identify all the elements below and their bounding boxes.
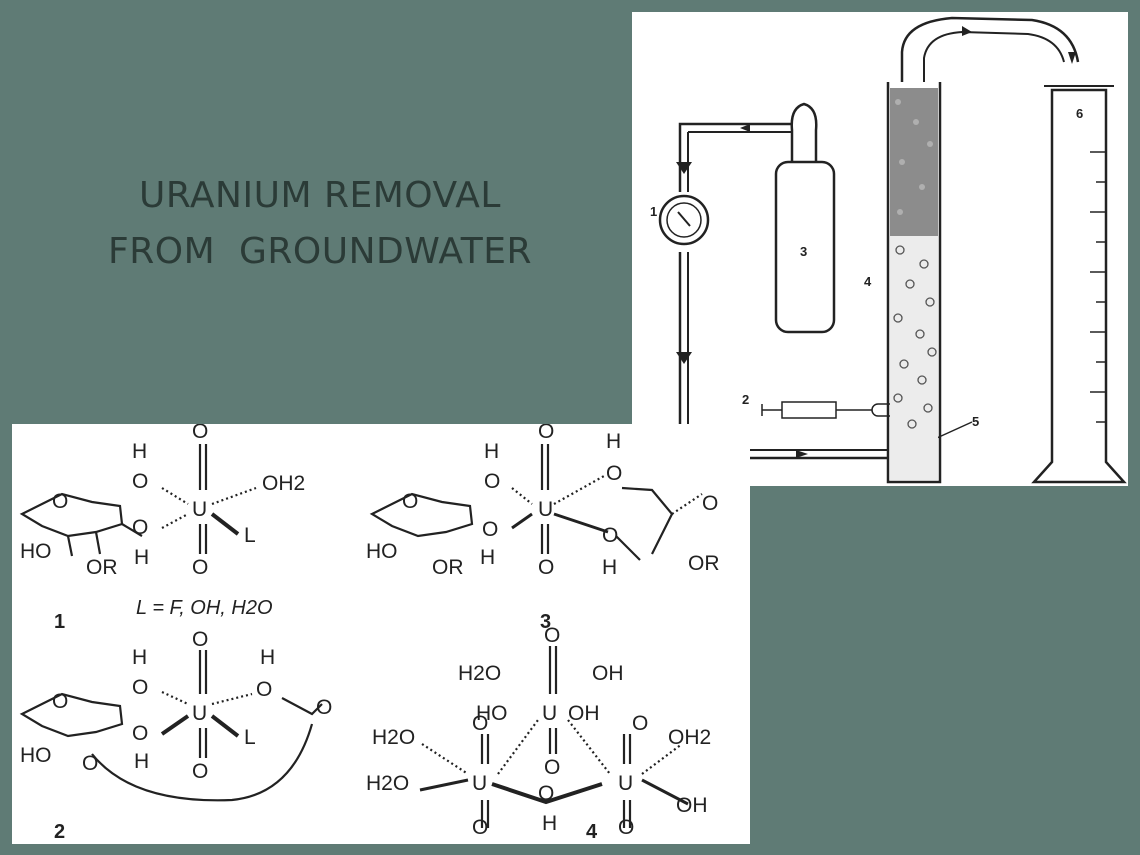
svg-text:O: O bbox=[132, 676, 148, 699]
svg-text:OR: OR bbox=[688, 552, 720, 575]
svg-text:H: H bbox=[134, 546, 149, 569]
gas-cylinder bbox=[774, 160, 836, 334]
svg-text:O: O bbox=[472, 816, 488, 839]
svg-text:H: H bbox=[542, 812, 557, 835]
label-4: 4 bbox=[864, 274, 872, 289]
svg-text:H: H bbox=[132, 646, 147, 669]
svg-text:U: U bbox=[192, 498, 207, 521]
svg-text:L: L bbox=[244, 524, 256, 547]
svg-text:H2O: H2O bbox=[458, 662, 501, 685]
svg-text:O: O bbox=[192, 760, 208, 783]
svg-text:U: U bbox=[538, 498, 553, 521]
syringe bbox=[761, 404, 782, 416]
structure-3-number: 3 bbox=[540, 611, 551, 633]
svg-text:U: U bbox=[472, 772, 487, 795]
svg-text:O: O bbox=[132, 470, 148, 493]
title-line-2: FROM GROUNDWATER bbox=[108, 231, 532, 272]
packed-bed bbox=[890, 88, 938, 236]
svg-text:H: H bbox=[606, 430, 621, 453]
label-5: 5 bbox=[972, 414, 979, 429]
svg-text:HO: HO bbox=[366, 540, 398, 563]
label-1: 1 bbox=[650, 204, 657, 219]
svg-text:O: O bbox=[256, 678, 272, 701]
svg-text:O: O bbox=[618, 816, 634, 839]
structure-2-number: 2 bbox=[54, 821, 65, 843]
svg-text:O: O bbox=[606, 462, 622, 485]
svg-text:OH: OH bbox=[592, 662, 624, 685]
svg-text:O: O bbox=[544, 624, 560, 647]
svg-text:OR: OR bbox=[432, 556, 464, 579]
svg-text:H: H bbox=[480, 546, 495, 569]
sugar-ring-3 bbox=[369, 492, 474, 538]
svg-text:O: O bbox=[484, 470, 500, 493]
structure-4-number: 4 bbox=[586, 821, 598, 843]
svg-text:O: O bbox=[702, 492, 718, 515]
svg-text:OH2: OH2 bbox=[262, 472, 305, 495]
label-2: 2 bbox=[742, 392, 749, 407]
label-6: 6 bbox=[1076, 106, 1083, 121]
svg-text:O: O bbox=[82, 752, 98, 775]
svg-text:HO: HO bbox=[20, 540, 52, 563]
svg-text:O: O bbox=[192, 628, 208, 651]
svg-text:O: O bbox=[192, 424, 208, 443]
structure-3: H O O U H O O O O H O OR HO OR H O bbox=[366, 424, 720, 579]
svg-text:O: O bbox=[132, 516, 148, 539]
reactor-column bbox=[886, 82, 942, 484]
svg-text:H: H bbox=[134, 750, 149, 773]
svg-text:L: L bbox=[244, 726, 256, 749]
label-3: 3 bbox=[800, 244, 807, 259]
sugar-ring-2 bbox=[19, 692, 124, 738]
svg-text:H: H bbox=[484, 440, 499, 463]
structure-4: O H2O OH HO U OH O H2O O O OH2 H2O U O U… bbox=[366, 624, 711, 839]
svg-text:O: O bbox=[132, 722, 148, 745]
svg-text:O: O bbox=[538, 424, 554, 443]
svg-text:OR: OR bbox=[86, 556, 118, 579]
svg-text:OH2: OH2 bbox=[668, 726, 711, 749]
flow-meter bbox=[658, 194, 710, 246]
svg-text:H: H bbox=[260, 646, 275, 669]
svg-text:O: O bbox=[602, 524, 618, 547]
structure-1: H O O U OH2 L O O HO OR H O bbox=[20, 424, 305, 579]
svg-text:O: O bbox=[632, 712, 648, 735]
svg-text:U: U bbox=[542, 702, 557, 725]
svg-text:H: H bbox=[132, 440, 147, 463]
gas-tube-top bbox=[678, 122, 792, 192]
svg-text:OH: OH bbox=[676, 794, 708, 817]
svg-text:H2O: H2O bbox=[366, 772, 409, 795]
svg-text:HO: HO bbox=[476, 702, 508, 725]
svg-text:U: U bbox=[192, 702, 207, 725]
title-line-1: URANIUM REMOVAL bbox=[139, 175, 501, 216]
outlet-tube bbox=[900, 16, 1080, 82]
structure-2: H O O U H O O L O O H HO O O bbox=[20, 628, 332, 783]
svg-text:O: O bbox=[538, 782, 554, 805]
svg-text:HO: HO bbox=[20, 744, 52, 767]
svg-text:O: O bbox=[544, 756, 560, 779]
svg-text:U: U bbox=[618, 772, 633, 795]
svg-text:H: H bbox=[602, 556, 617, 579]
svg-text:O: O bbox=[538, 556, 554, 579]
svg-text:O: O bbox=[472, 712, 488, 735]
svg-text:O: O bbox=[402, 490, 418, 513]
bubbles bbox=[893, 245, 937, 429]
structure-1-number: 1 bbox=[54, 611, 65, 633]
structures-svg: H O O U OH2 L O O HO OR H O 1 L = F, OH,… bbox=[19, 424, 720, 843]
apparatus-svg: 1 2 3 4 5 6 bbox=[650, 16, 1127, 484]
ligand-caption: L = F, OH, H2O bbox=[136, 597, 273, 619]
svg-text:O: O bbox=[316, 696, 332, 719]
sugar-ring-1 bbox=[19, 492, 124, 538]
graduated-cylinder bbox=[1031, 88, 1127, 484]
svg-text:O: O bbox=[52, 690, 68, 713]
structures-panel: H O O U OH2 L O O HO OR H O 1 L = F, OH,… bbox=[12, 424, 750, 844]
svg-text:H2O: H2O bbox=[372, 726, 415, 749]
svg-text:O: O bbox=[482, 518, 498, 541]
svg-text:O: O bbox=[52, 490, 68, 513]
svg-text:OH: OH bbox=[568, 702, 600, 725]
svg-text:O: O bbox=[192, 556, 208, 579]
apparatus-diagram: 1 2 3 4 5 6 bbox=[632, 12, 1128, 486]
slide-title: URANIUM REMOVAL FROM GROUNDWATER bbox=[60, 168, 580, 280]
